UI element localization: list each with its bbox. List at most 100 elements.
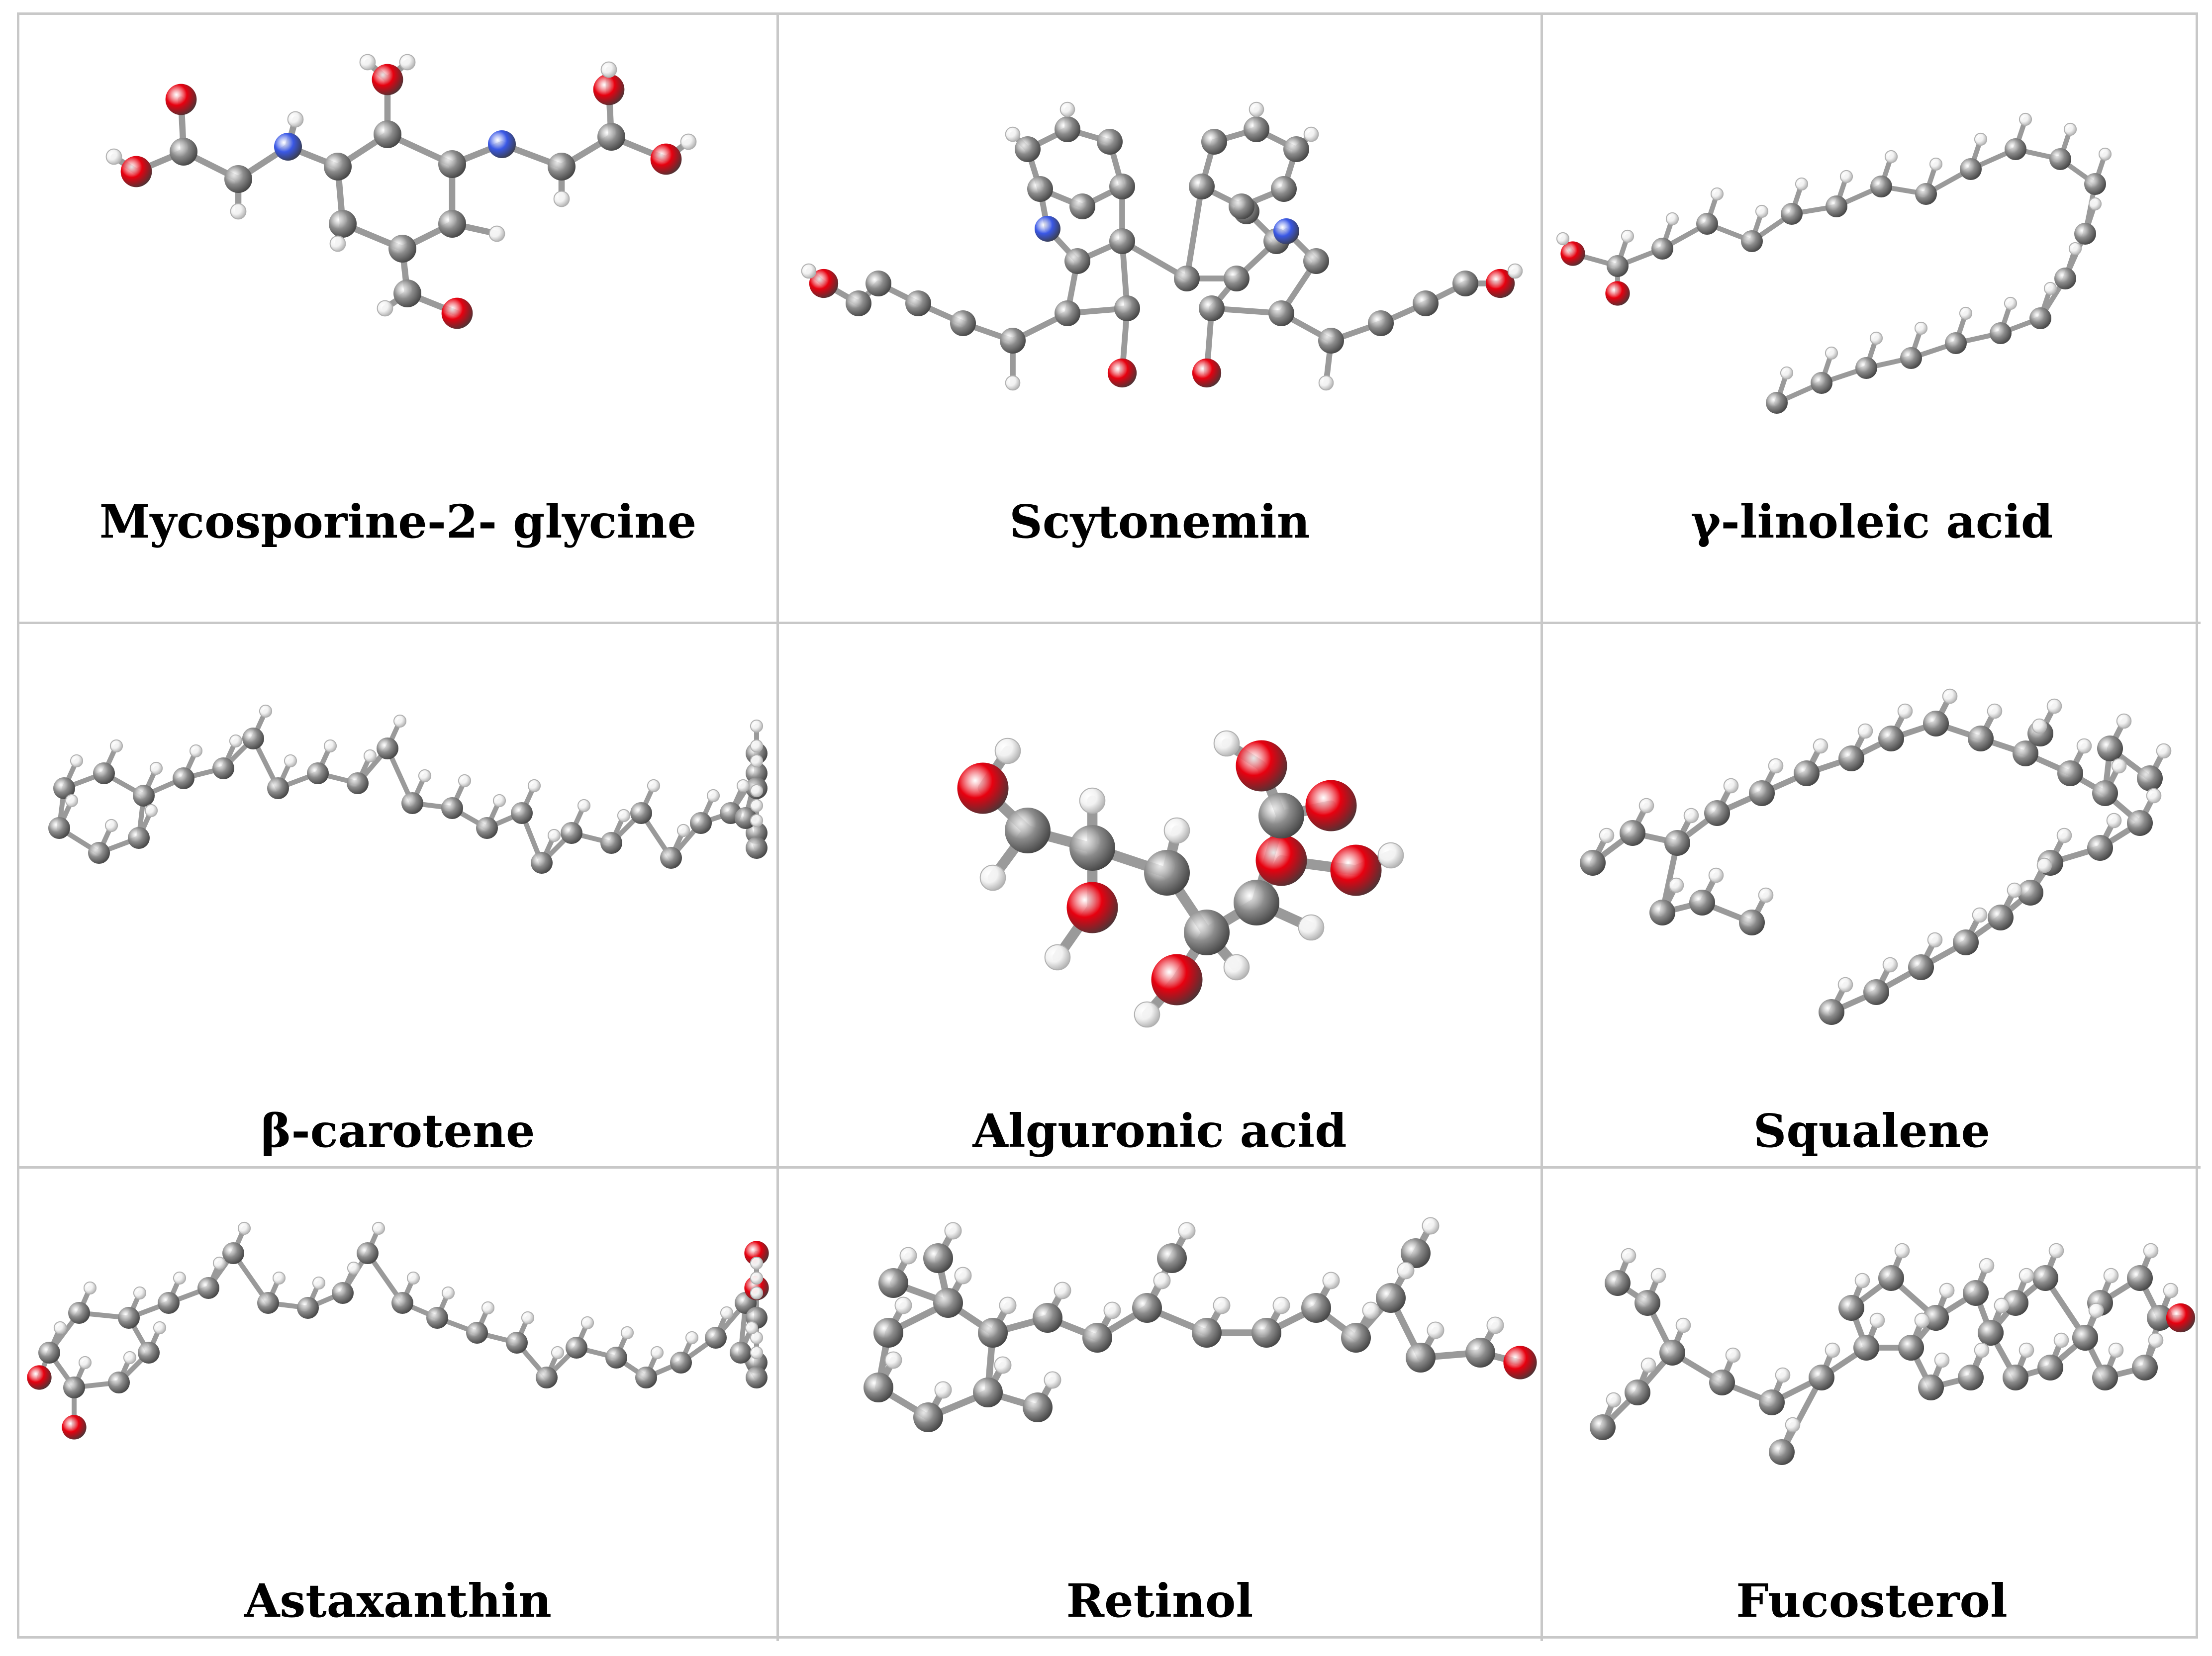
carbon-atom <box>1184 910 1230 955</box>
hydrogen-atom <box>1987 703 2003 719</box>
hydrogen-atom <box>1927 932 1943 948</box>
molecule-label: Mycosporine-2- glycine <box>99 495 697 549</box>
hydrogen-atom <box>750 719 764 733</box>
hydrogen-atom <box>1675 1317 1691 1333</box>
hydrogen-atom <box>553 190 570 207</box>
carbon-atom <box>1114 295 1140 321</box>
carbon-atom <box>377 737 398 759</box>
carbon-atom <box>873 1318 903 1348</box>
carbon-atom <box>1283 136 1309 162</box>
molecule-label: Fucosterol <box>1736 1574 2008 1628</box>
carbon-atom <box>548 153 576 181</box>
hydrogen-atom <box>1785 1417 1801 1433</box>
oxygen-atom <box>1305 780 1357 831</box>
hydrogen-atom <box>2108 1342 2124 1358</box>
carbon-atom <box>267 777 289 799</box>
carbon-atom <box>705 1327 727 1349</box>
carbon-atom <box>388 235 416 263</box>
hydrogen-atom <box>1854 1273 1870 1288</box>
carbon-atom <box>1963 1280 1989 1306</box>
hydrogen-atom <box>1795 177 1809 191</box>
carbon-atom <box>133 785 155 807</box>
carbon-atom <box>1005 808 1051 853</box>
hydrogen-atom <box>359 54 376 71</box>
carbon-atom <box>973 1378 1003 1407</box>
hydrogen-atom <box>1249 101 1264 117</box>
carbon-atom <box>511 802 533 824</box>
bond <box>1184 184 1205 281</box>
cell-gamma-linoleic-acid: γ-linoleic acid <box>1543 15 2201 624</box>
cell-scytonemin: Scytonemin <box>779 15 1543 624</box>
hydrogen-atom <box>750 754 764 768</box>
carbon-atom <box>1199 295 1225 321</box>
hydrogen-atom <box>105 148 122 165</box>
hydrogen-atom <box>1079 787 1106 814</box>
hydrogen-atom <box>1397 1262 1415 1280</box>
carbon-atom <box>630 802 652 824</box>
molecule-label: Scytonemin <box>1009 495 1310 549</box>
hydrogen-atom <box>78 1356 92 1370</box>
hydrogen-atom <box>284 754 297 768</box>
hydrogen-atom <box>1213 1296 1231 1314</box>
carbon-atom <box>2074 223 2096 245</box>
carbon-atom <box>1055 300 1080 326</box>
oxygen-atom <box>27 1365 52 1390</box>
cell-mycosporine: Mycosporine-2- glycine <box>19 15 779 624</box>
carbon-atom <box>1968 726 1994 751</box>
hydrogen-atom <box>994 1356 1012 1374</box>
carbon-atom <box>1055 116 1080 142</box>
carbon-atom <box>1201 129 1227 155</box>
carbon-atom <box>108 1372 130 1393</box>
carbon-atom <box>2087 835 2113 861</box>
oxygen-atom <box>2166 1303 2196 1333</box>
carbon-atom <box>1898 1335 1924 1361</box>
carbon-atom <box>68 1302 90 1324</box>
carbon-atom <box>93 762 115 784</box>
carbon-atom <box>329 210 357 238</box>
hydrogen-atom <box>1621 229 1635 243</box>
carbon-atom <box>357 1242 379 1264</box>
carbon-atom <box>1605 1270 1631 1296</box>
carbon-atom <box>635 1367 657 1388</box>
hydrogen-atom <box>1884 150 1898 164</box>
carbon-atom <box>933 1288 963 1318</box>
carbon-atom <box>1900 347 1922 369</box>
carbon-atom <box>846 290 871 316</box>
retinol-model <box>864 1217 1537 1432</box>
hydrogen-atom <box>2019 1268 2034 1284</box>
carbon-atom <box>1953 929 1979 955</box>
hydrogen-atom <box>406 1271 420 1285</box>
carbon-atom <box>2097 736 2123 761</box>
carbon-atom <box>222 1242 244 1264</box>
hydrogen-atom <box>1972 907 1988 923</box>
carbon-atom <box>1109 228 1135 254</box>
hydrogen-atom <box>2116 713 2132 729</box>
hydrogen-atom <box>750 799 764 813</box>
carbon-atom <box>1224 266 1250 291</box>
carbon-atom <box>438 210 466 238</box>
carbon-atom <box>2084 173 2106 195</box>
hydrogen-atom <box>347 1261 361 1275</box>
hydrogen-atom <box>1710 187 1724 201</box>
carbon-atom <box>347 772 369 794</box>
hydrogen-atom <box>1507 263 1523 279</box>
carbon-atom <box>224 165 252 193</box>
hydrogen-atom <box>1780 366 1794 380</box>
molecule-label: Astaxanthin <box>244 1574 552 1628</box>
squalene-model <box>1580 688 2172 1025</box>
carbon-atom <box>1978 1320 2004 1346</box>
hydrogen-atom <box>149 761 163 775</box>
carbon-atom <box>1689 890 1715 916</box>
carbon-atom <box>1069 825 1115 871</box>
carbon-atom <box>2003 1290 2028 1316</box>
carbon-atom <box>1659 1340 1685 1366</box>
hydrogen-atom <box>1942 688 1958 704</box>
carbon-atom <box>1781 203 1803 225</box>
carbon-atom <box>2092 780 2118 806</box>
hydrogen-atom <box>2019 1342 2034 1358</box>
carbon-atom <box>2003 1365 2028 1390</box>
hydrogen-atom <box>2053 1332 2069 1348</box>
hydrogen-atom <box>287 111 304 128</box>
hydrogen-atom <box>2148 1332 2164 1348</box>
hydrogen-atom <box>750 1346 764 1360</box>
